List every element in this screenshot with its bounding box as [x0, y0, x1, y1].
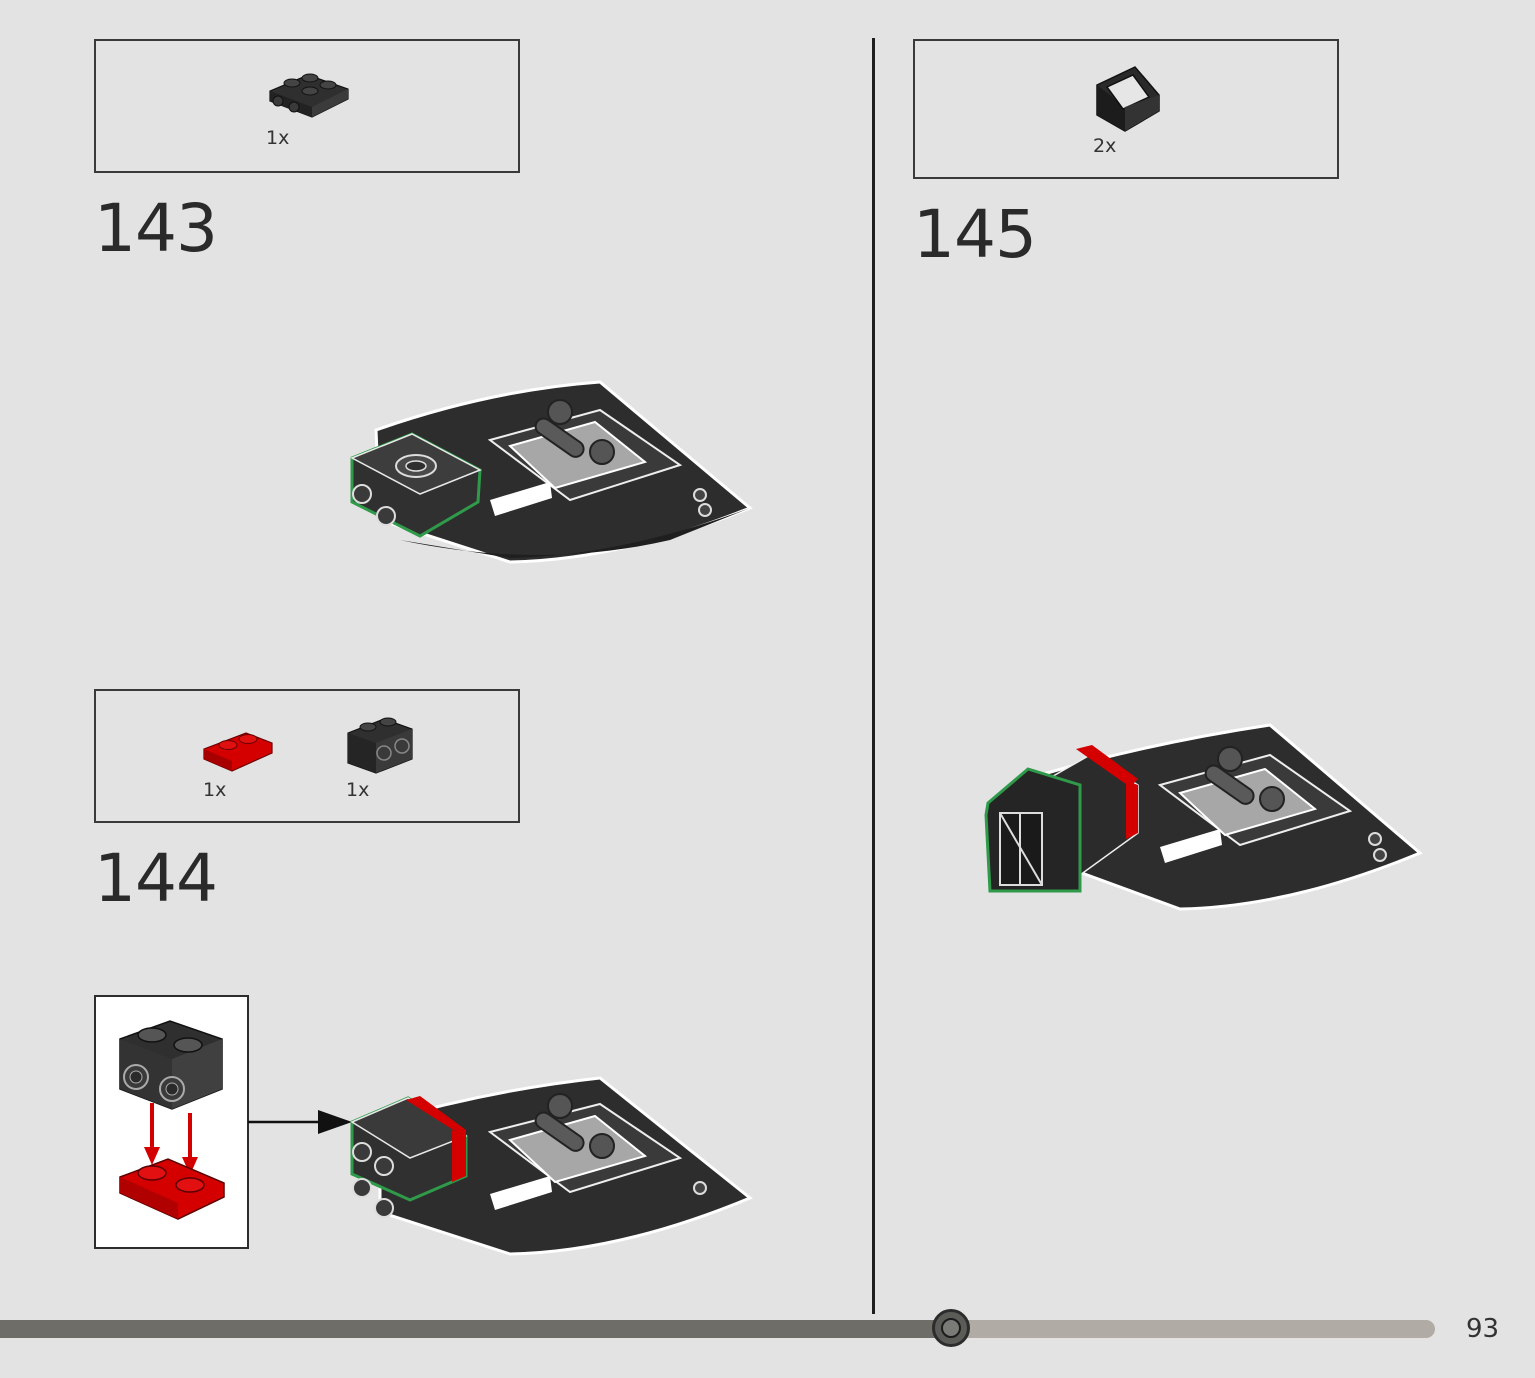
subassembly-diagram [119, 1020, 225, 1220]
model-step-143 [350, 380, 753, 564]
step-number-145: 145 [913, 196, 1037, 273]
part-qty: 2x [1093, 135, 1117, 157]
part-143-1 [264, 67, 354, 127]
part-144-2 [344, 713, 416, 777]
parts-box-step-145: 2x [913, 39, 1339, 179]
model-step-145 [984, 723, 1423, 911]
progress-fill [0, 1320, 952, 1338]
part-qty: 1x [346, 779, 370, 801]
red-plate-1x2-icon [203, 732, 273, 772]
model-step-144 [350, 1076, 753, 1256]
parts-box-step-143: 1x [94, 39, 520, 173]
subassembly-callout [94, 995, 249, 1249]
step-number-143: 143 [94, 190, 218, 267]
part-qty: 1x [266, 127, 290, 149]
column-divider [872, 38, 875, 1314]
step-number-144: 144 [94, 840, 218, 917]
part-qty: 1x [203, 779, 227, 801]
part-145-1 [1091, 59, 1163, 135]
progress-knob-icon [932, 1309, 971, 1347]
black-windscreen-slope-icon [1096, 66, 1160, 132]
parts-box-step-144: 1x 1x [94, 689, 520, 823]
part-144-1 [200, 727, 276, 777]
dark-gray-plate-2x2-with-side-studs-icon [269, 73, 349, 118]
dark-gray-brick-1x2-with-side-studs-icon [347, 717, 413, 774]
page-number: 93 [1466, 1314, 1500, 1344]
callout-arrow-icon [248, 1110, 352, 1134]
